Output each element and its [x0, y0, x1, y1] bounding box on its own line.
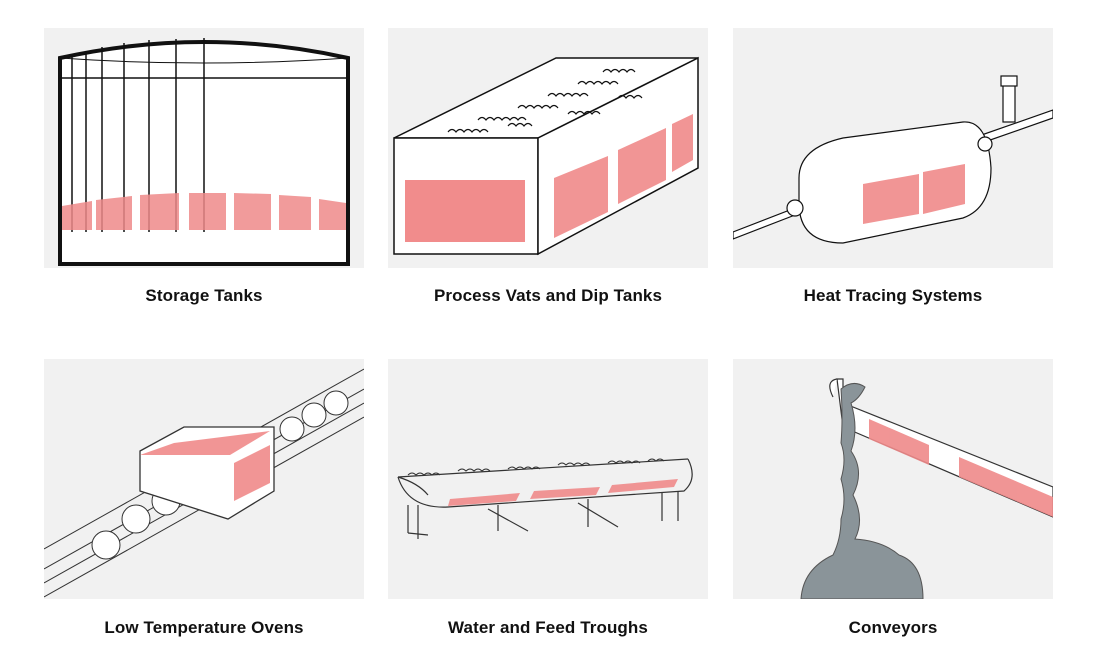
- oven-illustration: [44, 359, 364, 599]
- card-title: Water and Feed Troughs: [448, 618, 648, 637]
- process-vat-icon: [393, 56, 699, 256]
- conveyor-illustration: [733, 359, 1053, 599]
- heat-tracing-illustration: [733, 28, 1053, 268]
- card-title: Heat Tracing Systems: [803, 286, 983, 305]
- application-card-troughs[interactable]: Water and Feed Troughs: [388, 359, 708, 637]
- trough-icon: [397, 458, 693, 539]
- application-card-heat-tracing[interactable]: Heat Tracing Systems: [733, 28, 1053, 305]
- application-card-process-vats[interactable]: Process Vats and Dip Tanks: [388, 28, 708, 305]
- conveyor-icon: [800, 378, 1053, 599]
- trough-illustration: [388, 359, 708, 599]
- application-card-storage-tanks[interactable]: Storage Tanks: [44, 28, 364, 305]
- card-title: Low Temperature Ovens: [104, 618, 304, 637]
- process-vat-illustration: [388, 28, 708, 268]
- card-title: Storage Tanks: [145, 286, 263, 305]
- storage-tank-icon: [58, 38, 350, 266]
- card-title: Conveyors: [848, 618, 938, 637]
- card-title: Process Vats and Dip Tanks: [433, 286, 663, 305]
- heat-tracing-icon: [733, 75, 1053, 244]
- storage-tank-illustration: [44, 28, 364, 268]
- application-card-conveyors[interactable]: Conveyors: [733, 359, 1053, 637]
- oven-conveyor-icon: [44, 368, 364, 598]
- application-card-ovens[interactable]: Low Temperature Ovens: [44, 359, 364, 637]
